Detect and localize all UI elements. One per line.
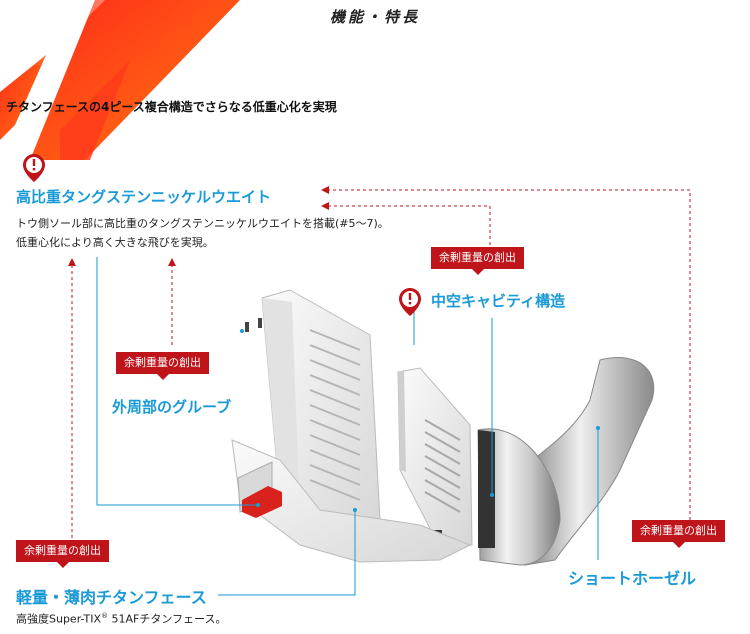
feature-desc-line: トウ側ソール部に高比重のタングステンニッケルウエイトを搭載(#5〜7)。	[16, 217, 389, 230]
feature-title-hosel: ショートホーゼル	[568, 569, 697, 588]
cavity-frame-part	[397, 367, 473, 549]
feature-desc-line: 低重心化により高く大きな飛びを実現。	[16, 236, 214, 249]
tungsten-weight	[242, 486, 282, 518]
exclamation-pin-icon	[23, 154, 45, 182]
feature-title-tungsten: 高比重タングステンニッケルウエイト	[16, 188, 272, 206]
feature-title-groove: 外周部のグルーブ	[112, 398, 232, 416]
section-title: 機能・特長	[329, 8, 420, 26]
badge-surplus-weight: 余剰重量の創出	[16, 540, 109, 568]
feature-title-cavity: 中空キャビティ構造	[431, 292, 566, 310]
feature-desc-text: 51AFチタンフェース。	[107, 612, 227, 626]
badge-surplus-weight: 余剰重量の創出	[632, 520, 725, 548]
feature-title-face: 軽量・薄肉チタンフェース	[16, 588, 207, 607]
exclamation-pin-icon	[399, 288, 421, 316]
sole-part	[231, 439, 472, 563]
header-banner	[0, 0, 240, 160]
badge-surplus-weight: 余剰重量の創出	[431, 247, 524, 275]
feature-desc-tungsten: トウ側ソール部に高比重のタングステンニッケルウエイトを搭載(#5〜7)。 低重心…	[16, 214, 476, 252]
feature-desc-face: 高強度Super-TIX® 51AFチタンフェース。	[16, 607, 226, 629]
registered-mark: ®	[100, 612, 108, 620]
badge-surplus-weight: 余剰重量の創出	[116, 352, 209, 380]
page-subtitle: チタンフェースの4ピース複合構造でさらなる低重心化を実現	[6, 100, 337, 114]
feature-desc-text: 高強度Super-TIX	[16, 612, 101, 626]
